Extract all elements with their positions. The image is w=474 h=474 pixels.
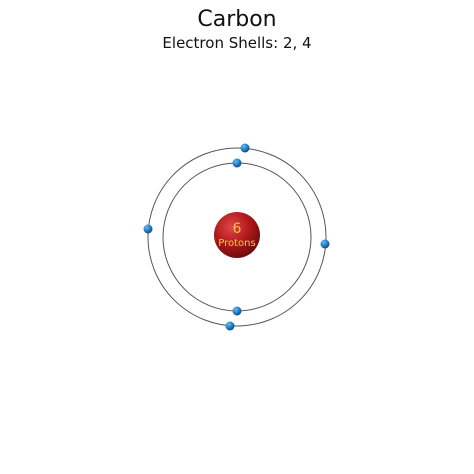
nucleus-proton-count: 6 [233,221,242,237]
shell-2-orbit [147,147,327,327]
shell-1-electron-1 [232,158,242,168]
nucleus-protons-label: Protons [218,238,255,249]
shell-2-electron-2 [320,239,330,249]
shell-2-electron-3 [225,321,235,331]
electron-shells-subtitle: Electron Shells: 2, 4 [162,34,312,52]
nucleus [214,212,260,258]
element-title: Carbon [197,7,277,32]
shell-2-electron-1 [240,143,250,153]
shell-1-electron-2 [232,306,242,316]
shell-2-electron-4 [143,224,153,234]
